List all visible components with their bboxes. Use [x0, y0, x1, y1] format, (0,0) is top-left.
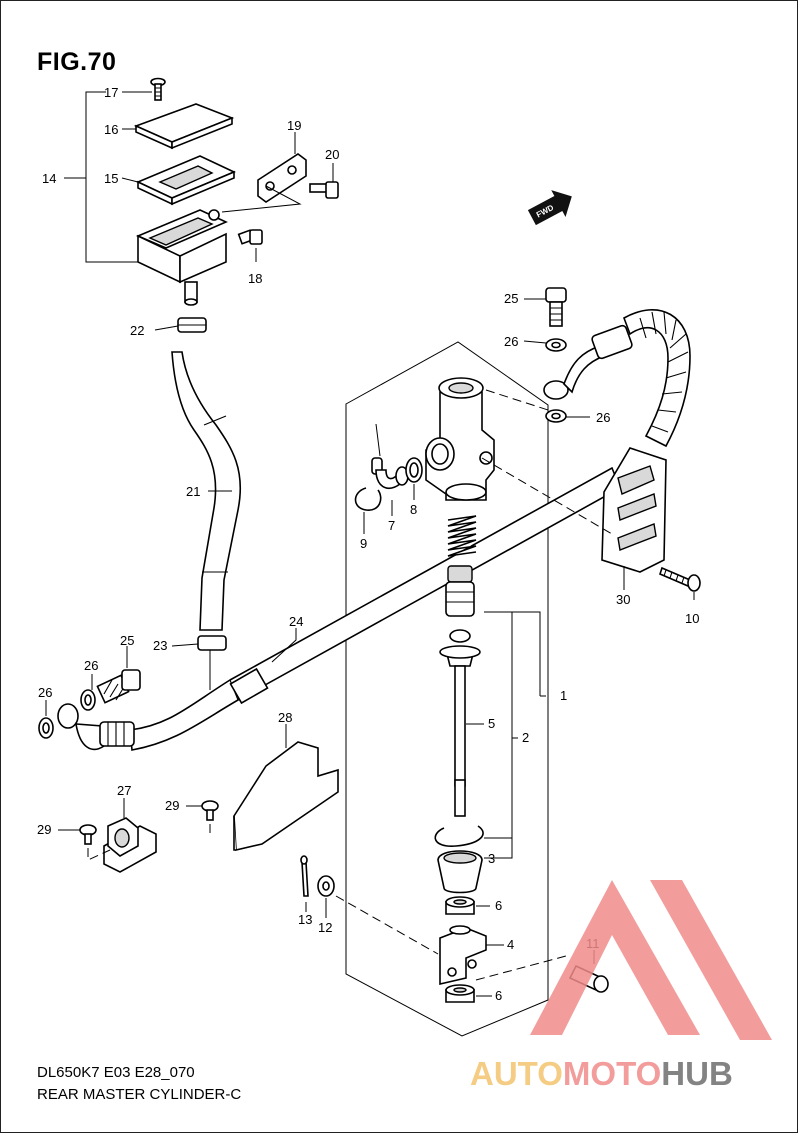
screw-17 — [150, 77, 166, 101]
watermark-text-moto: MOTO — [563, 1055, 661, 1092]
callout-14: 14 — [42, 171, 56, 186]
cotter-pin-13 — [300, 855, 309, 912]
banjo-bolt-25-left — [96, 669, 141, 704]
callout-8: 8 — [410, 502, 417, 517]
callout-7: 7 — [388, 518, 395, 533]
callout-23: 23 — [153, 638, 167, 653]
callout-13: 13 — [298, 912, 312, 927]
push-rod-5 — [439, 629, 481, 817]
watermark-text-auto: AUTO — [470, 1055, 563, 1092]
forward-arrow-icon — [527, 190, 572, 226]
reservoir-hose-21 — [171, 351, 242, 631]
figure-title: FIG.70 — [37, 48, 117, 76]
callout-28: 28 — [278, 710, 292, 725]
bolt-10 — [659, 566, 701, 600]
callout-12: 12 — [318, 920, 332, 935]
callout-19: 19 — [287, 118, 301, 133]
callout-29-left: 29 — [37, 822, 51, 837]
callout-6-lower: 6 — [495, 988, 502, 1003]
assembly-outline — [345, 341, 549, 1037]
banjo-fitting-right — [543, 380, 569, 400]
bolt-20 — [309, 181, 339, 199]
callout-2: 2 — [522, 730, 529, 745]
spring — [447, 515, 477, 557]
svg-text:AUTOMOTOHUB: AUTOMOTOHUB — [470, 1055, 733, 1092]
watermark: AUTOMOTOHUB — [470, 880, 772, 1092]
callout-18: 18 — [248, 271, 262, 286]
banjo-fitting — [57, 703, 79, 729]
clevis-4 — [439, 925, 487, 986]
callout-3: 3 — [488, 851, 495, 866]
callout-24: 24 — [289, 614, 303, 629]
circlip-lower — [434, 825, 484, 847]
callout-17: 17 — [104, 85, 118, 100]
callout-1: 1 — [560, 688, 567, 703]
washer-12 — [317, 875, 335, 918]
circlip-9 — [354, 487, 382, 511]
screw-29-a — [58, 824, 111, 861]
bracket-27 — [103, 798, 157, 873]
nut-6-upper — [445, 896, 475, 915]
bracket-19 — [257, 153, 307, 203]
callout-15: 15 — [104, 171, 118, 186]
callout-5: 5 — [488, 716, 495, 731]
callout-29-right: 29 — [165, 798, 179, 813]
diagram-name: REAR MASTER CYLINDER-C — [37, 1086, 242, 1103]
callout-26-left-a: 26 — [38, 685, 52, 700]
callout-26-right-a: 26 — [504, 334, 518, 349]
heat-guard-28 — [233, 724, 339, 851]
callout-26-right-b: 26 — [596, 410, 610, 425]
hose-upper-right — [523, 287, 691, 590]
callout-10: 10 — [685, 611, 699, 626]
master-cylinder-assembly — [335, 377, 613, 1003]
callout-16: 16 — [104, 122, 118, 137]
screw-29-b — [186, 800, 219, 834]
nut-6-lower — [445, 984, 475, 1003]
triangle-logo-icon — [530, 880, 772, 1040]
callout-20: 20 — [325, 147, 339, 162]
banjo-bolt-25-right — [545, 287, 567, 327]
callout-25-right: 25 — [504, 291, 518, 306]
callout-6-upper: 6 — [495, 898, 502, 913]
callout-26-left-b: 26 — [84, 658, 98, 673]
callout-9: 9 — [360, 536, 367, 551]
hose-group — [154, 317, 242, 690]
brake-hose-24 — [129, 466, 622, 751]
clamp-23 — [197, 635, 227, 651]
reservoir-body-14 — [135, 209, 228, 306]
callout-4: 4 — [507, 937, 514, 952]
callout-22: 22 — [130, 323, 144, 338]
callout-30: 30 — [616, 592, 630, 607]
reservoir-group — [64, 77, 339, 306]
hose-fitting-left — [38, 646, 141, 751]
callout-27: 27 — [117, 783, 131, 798]
bolt-18 — [237, 229, 263, 245]
callout-21: 21 — [186, 484, 200, 499]
watermark-text-hub: HUB — [661, 1055, 733, 1092]
joint-7 — [371, 457, 409, 490]
forward-direction-badge: FWD — [527, 190, 572, 226]
diagram-code: DL650K7 E03 E28_070 — [37, 1064, 195, 1081]
callout-25-left: 25 — [120, 633, 134, 648]
